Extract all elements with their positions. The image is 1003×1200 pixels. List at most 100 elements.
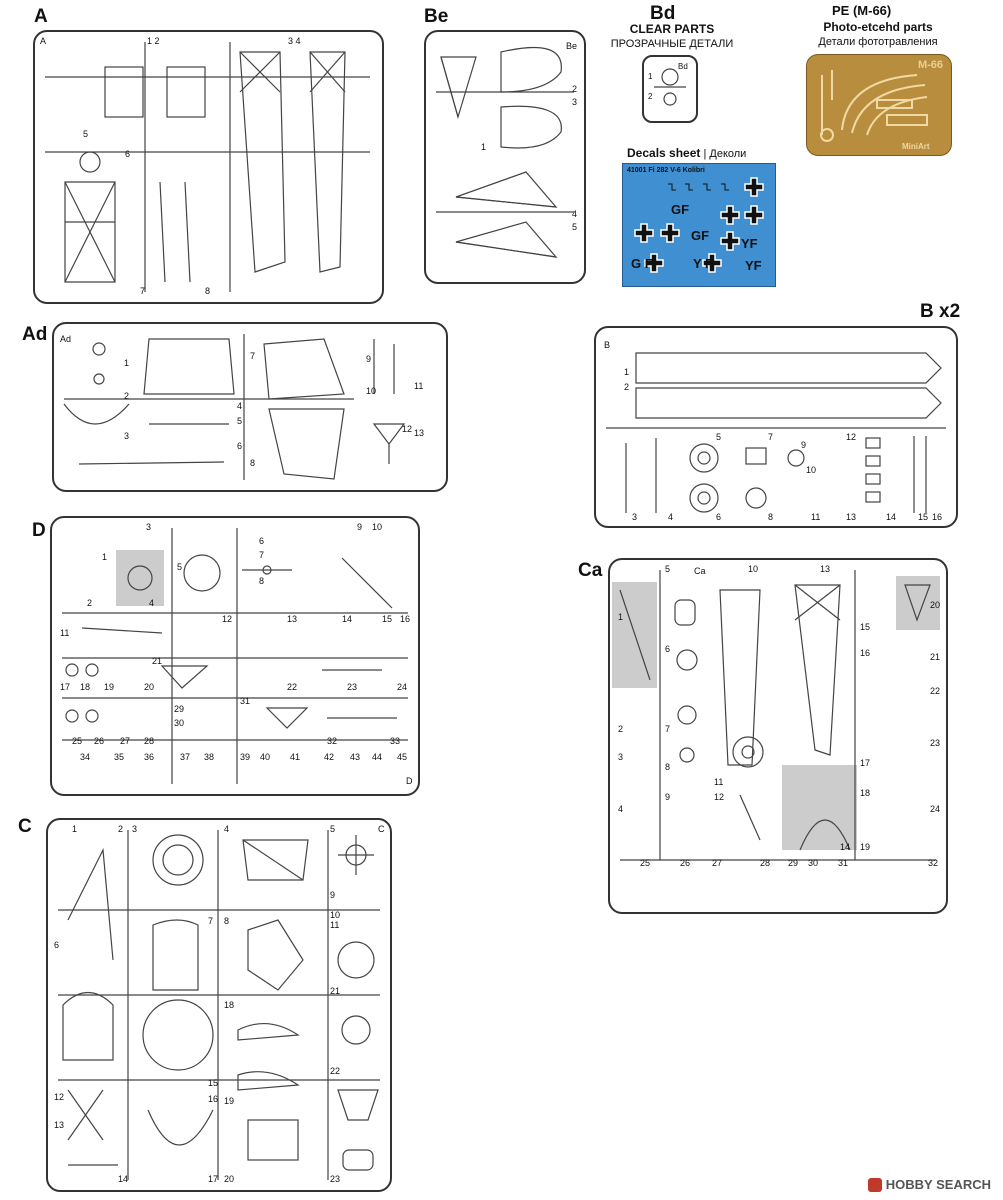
svg-text:7: 7 xyxy=(140,286,145,296)
bd-caption: CLEAR PARTS ПРОЗРАЧНЫЕ ДЕТАЛИ xyxy=(610,22,734,51)
label-sprue-a: A xyxy=(34,6,48,27)
label-sprue-ca: Ca xyxy=(578,560,603,581)
svg-text:42: 42 xyxy=(324,752,334,762)
svg-text:26: 26 xyxy=(94,736,104,746)
svg-text:7: 7 xyxy=(208,916,213,926)
svg-text:16: 16 xyxy=(860,648,870,658)
svg-text:3: 3 xyxy=(132,824,137,834)
svg-text:19: 19 xyxy=(104,682,114,692)
svg-text:2: 2 xyxy=(118,824,123,834)
label-pe: PE (M-66) xyxy=(832,3,892,18)
svg-text:19: 19 xyxy=(224,1096,234,1106)
svg-text:12: 12 xyxy=(54,1092,64,1102)
pe-code: M-66 xyxy=(917,59,943,71)
svg-text:1 2: 1 2 xyxy=(147,36,160,46)
svg-text:6: 6 xyxy=(125,149,130,159)
decal-code-2: GF xyxy=(691,228,709,243)
label-sprue-d: D xyxy=(32,520,46,541)
svg-text:5: 5 xyxy=(177,562,182,572)
svg-text:7: 7 xyxy=(259,550,264,560)
svg-text:13: 13 xyxy=(414,428,424,438)
pe-caption-line1: Photo-etcehd parts xyxy=(823,20,933,34)
svg-text:17: 17 xyxy=(860,758,870,768)
svg-text:D: D xyxy=(406,776,413,786)
svg-text:28: 28 xyxy=(760,858,770,868)
svg-text:11: 11 xyxy=(60,628,69,638)
svg-text:21: 21 xyxy=(152,656,162,666)
bd-caption-line2: ПРОЗРАЧНЫЕ ДЕТАЛИ xyxy=(610,38,734,50)
svg-text:9: 9 xyxy=(801,440,806,450)
svg-text:12: 12 xyxy=(222,614,232,624)
svg-text:5: 5 xyxy=(83,129,88,139)
svg-text:5: 5 xyxy=(716,432,721,442)
svg-text:11: 11 xyxy=(811,512,820,522)
svg-text:5: 5 xyxy=(237,416,242,426)
svg-text:1: 1 xyxy=(618,612,623,622)
svg-text:2: 2 xyxy=(624,382,629,392)
svg-text:Ca: Ca xyxy=(694,566,706,576)
label-sprue-c: C xyxy=(18,816,32,837)
svg-text:43: 43 xyxy=(350,752,360,762)
svg-text:5: 5 xyxy=(330,824,335,834)
svg-text:34: 34 xyxy=(80,752,90,762)
svg-text:7: 7 xyxy=(250,351,255,361)
svg-text:6: 6 xyxy=(665,644,670,654)
svg-text:16: 16 xyxy=(208,1094,218,1104)
hobby-search-logo-icon xyxy=(867,1177,882,1192)
svg-text:11: 11 xyxy=(714,777,723,787)
svg-text:45: 45 xyxy=(397,752,407,762)
svg-text:25: 25 xyxy=(640,858,650,868)
svg-text:20: 20 xyxy=(144,682,154,692)
decal-code-5: YF xyxy=(741,236,758,251)
svg-text:41: 41 xyxy=(290,752,300,762)
label-sprue-b: B x2 xyxy=(920,301,961,322)
svg-text:21: 21 xyxy=(330,986,340,996)
svg-text:29: 29 xyxy=(174,704,184,714)
svg-text:16: 16 xyxy=(932,512,942,522)
decal-sheet-drawing: GF GF G F Y F YF YF xyxy=(631,177,764,273)
svg-text:18: 18 xyxy=(860,788,870,798)
svg-text:4: 4 xyxy=(224,824,229,834)
decal-code-4: Y F xyxy=(693,256,713,271)
svg-text:22: 22 xyxy=(930,686,940,696)
svg-text:15: 15 xyxy=(382,614,392,624)
svg-text:2: 2 xyxy=(572,84,577,94)
svg-text:40: 40 xyxy=(260,752,270,762)
hobby-search-watermark: HOBBY SEARCH xyxy=(867,1177,991,1192)
svg-text:9: 9 xyxy=(330,890,335,900)
svg-text:37: 37 xyxy=(180,752,190,762)
svg-text:A: A xyxy=(40,36,46,46)
svg-text:13: 13 xyxy=(846,512,856,522)
svg-text:2: 2 xyxy=(618,724,623,734)
svg-text:B: B xyxy=(604,340,610,350)
svg-text:15: 15 xyxy=(918,512,928,522)
pe-caption-line2: Детали фототравления xyxy=(818,36,938,48)
svg-text:10: 10 xyxy=(748,564,758,574)
svg-text:24: 24 xyxy=(397,682,407,692)
svg-text:8: 8 xyxy=(224,916,229,926)
svg-text:6: 6 xyxy=(237,441,242,451)
decal-sheet: 41001 Fi 282 V-6 Kolibri GF GF G F Y F Y… xyxy=(622,163,776,287)
pe-caption: Photo-etcehd parts Детали фототравления xyxy=(806,20,950,49)
svg-text:18: 18 xyxy=(80,682,90,692)
svg-text:10: 10 xyxy=(366,386,376,396)
hobby-search-text: HOBBY SEARCH xyxy=(885,1177,991,1192)
pe-fret-drawing: MiniArt xyxy=(820,70,930,151)
svg-text:6: 6 xyxy=(716,512,721,522)
svg-text:13: 13 xyxy=(287,614,297,624)
svg-text:8: 8 xyxy=(768,512,773,522)
svg-text:14: 14 xyxy=(118,1174,128,1184)
svg-text:25: 25 xyxy=(72,736,82,746)
svg-text:31: 31 xyxy=(240,696,250,706)
svg-text:8: 8 xyxy=(250,458,255,468)
svg-text:10: 10 xyxy=(330,910,340,920)
svg-text:20: 20 xyxy=(930,600,940,610)
svg-text:3: 3 xyxy=(124,431,129,441)
